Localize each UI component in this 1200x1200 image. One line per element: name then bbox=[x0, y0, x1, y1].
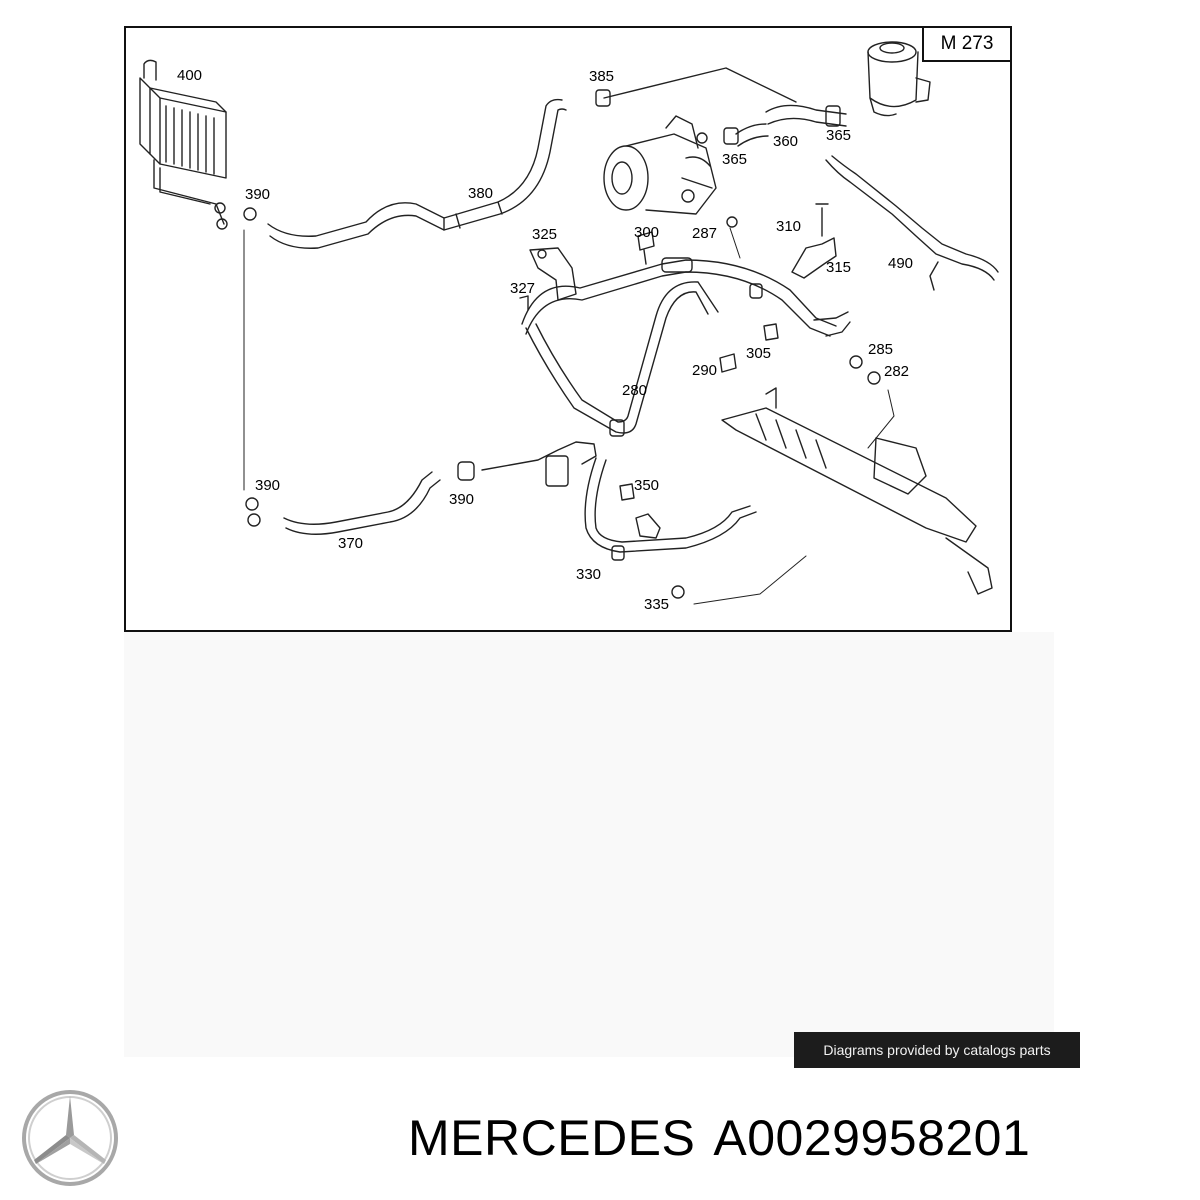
brand-name: MERCEDES bbox=[408, 1110, 696, 1166]
callout-label: 390 bbox=[449, 491, 475, 508]
callout-label: 315 bbox=[826, 259, 852, 276]
callout-label: 390 bbox=[245, 186, 271, 203]
callout-label: 400 bbox=[177, 67, 203, 84]
callout-label: 350 bbox=[634, 477, 660, 494]
steering-rack-drawing bbox=[721, 387, 993, 595]
callout-label: 310 bbox=[776, 218, 802, 235]
callout-label: 370 bbox=[338, 535, 364, 552]
part-number: A0029958201 bbox=[713, 1110, 1031, 1166]
logo-graphic bbox=[22, 1090, 118, 1186]
parts-diagram: M 273 400 385 360 365 365 390 380 325 30… bbox=[124, 26, 1012, 632]
diagram-credit-banner: Diagrams provided by catalogs parts bbox=[794, 1032, 1080, 1068]
mercedes-star-icon bbox=[20, 1088, 120, 1193]
callout-label: 385 bbox=[589, 68, 615, 85]
callout-label: 325 bbox=[532, 226, 558, 243]
callout-label: 490 bbox=[888, 255, 914, 272]
hose-370-drawing bbox=[245, 441, 597, 535]
callout-label: 300 bbox=[634, 224, 660, 241]
diagram-drawing bbox=[139, 41, 999, 605]
bracket-325-drawing bbox=[529, 247, 577, 301]
callout-label: 330 bbox=[576, 566, 602, 583]
hose-330-drawing bbox=[584, 457, 757, 561]
callout-label: 290 bbox=[692, 362, 718, 379]
pump-drawing bbox=[603, 115, 717, 215]
callout-label: 365 bbox=[826, 127, 852, 144]
callout-label: 305 bbox=[746, 345, 772, 362]
callout-label: 360 bbox=[773, 133, 799, 150]
oil-cooler-drawing bbox=[139, 59, 228, 230]
product-title: MERCEDES A0029958201 bbox=[408, 1108, 1030, 1168]
callout-label: 380 bbox=[468, 185, 494, 202]
callout-label: 365 bbox=[722, 151, 748, 168]
credit-text: Diagrams provided by catalogs parts bbox=[823, 1042, 1051, 1058]
callout-label: 280 bbox=[622, 382, 648, 399]
callout-label: 327 bbox=[510, 280, 536, 297]
line-490-drawing bbox=[825, 155, 999, 291]
hose-380-drawing bbox=[243, 98, 567, 249]
callout-label: 282 bbox=[884, 363, 910, 380]
seals-and-bolts-drawing bbox=[519, 216, 881, 599]
callout-label: 390 bbox=[255, 477, 281, 494]
hose-280-drawing bbox=[521, 257, 851, 437]
bracket-315-drawing bbox=[791, 203, 837, 279]
leader-lines bbox=[243, 227, 895, 605]
hose-385-drawing bbox=[595, 67, 847, 147]
diagram-code-box: M 273 bbox=[922, 26, 1012, 62]
callout-label: 285 bbox=[868, 341, 894, 358]
background-panel bbox=[124, 632, 1054, 1057]
callout-label: 335 bbox=[644, 596, 670, 613]
callout-label: 287 bbox=[692, 225, 718, 242]
reservoir-drawing bbox=[867, 41, 931, 117]
